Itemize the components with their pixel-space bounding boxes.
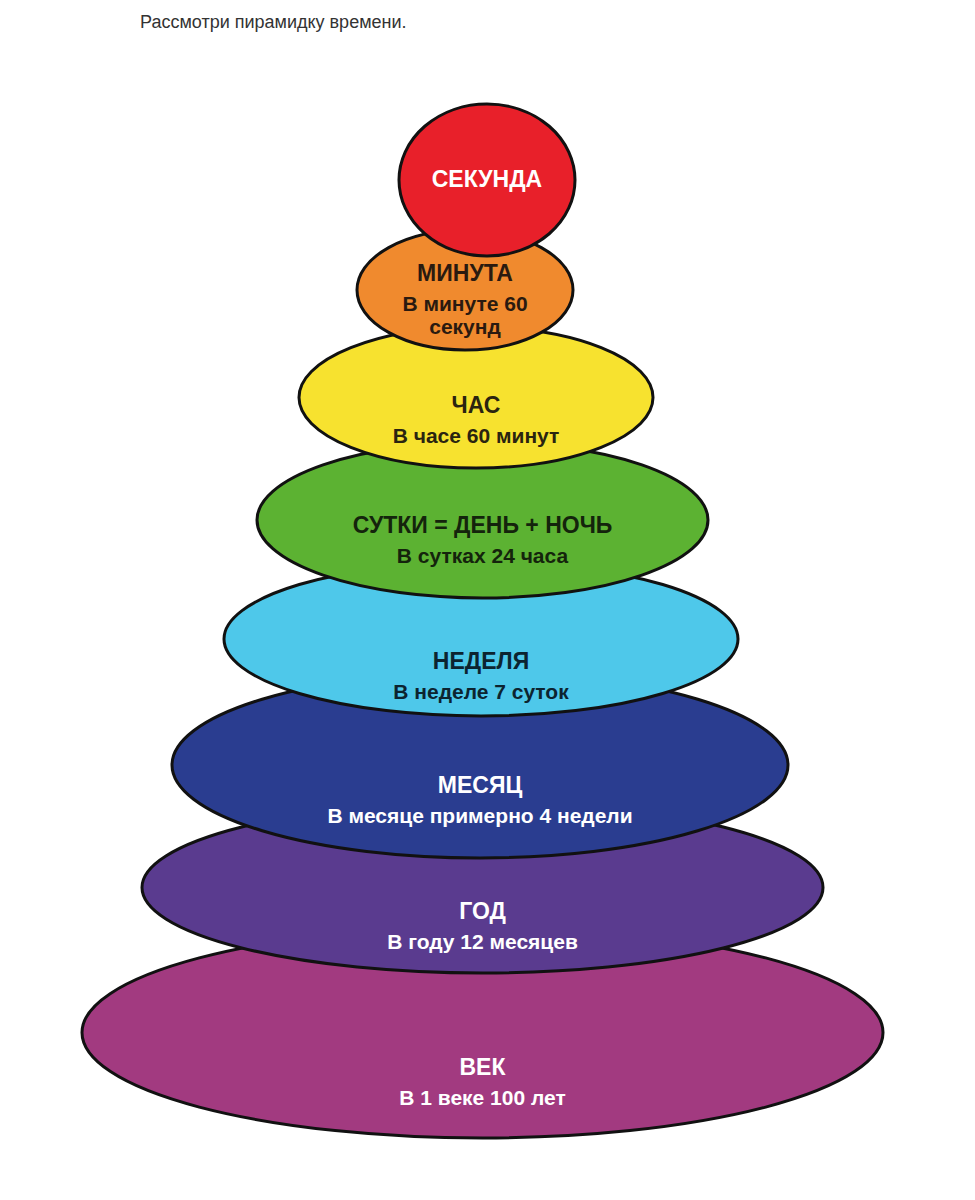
unit-fact: В сутках 24 часа [397,544,568,567]
ring-ellipse [257,442,708,598]
ring-ellipse [82,927,883,1138]
ring-label: МИНУТА В минуте 60 секунд [355,261,575,338]
unit-fact: В часе 60 минут [393,424,560,447]
unit-name: МИНУТА [417,261,513,286]
ring-label: МЕСЯЦ В месяце примерно 4 недели [170,773,790,827]
unit-fact: В месяце примерно 4 недели [327,804,632,827]
unit-name: ЧАС [452,393,501,418]
unit-fact: В году 12 месяцев [387,930,578,953]
ring-label: НЕДЕЛЯ В неделе 7 суток [222,649,740,703]
unit-fact: В минуте 60 секунд [400,293,530,339]
ring-ellipse [172,672,788,858]
unit-name: МЕСЯЦ [438,773,522,798]
unit-fact: В неделе 7 суток [393,680,568,703]
ring-ellipse [224,562,738,716]
unit-name: НЕДЕЛЯ [433,649,529,674]
ring-label: ГОД В году 12 месяцев [140,899,825,953]
ring-ellipse [299,327,653,468]
ring-label: ЧАС В часе 60 минут [297,393,655,447]
ring-label: СУТКИ = ДЕНЬ + НОЧЬ В сутках 24 часа [255,513,710,567]
ring-label: СЕКУНДА [397,167,577,192]
unit-name: СЕКУНДА [432,167,542,192]
pyramid-ring: СЕКУНДА [397,102,577,258]
unit-name: ГОД [459,899,506,924]
unit-fact: В 1 веке 100 лет [399,1086,565,1109]
ring-ellipse [142,802,823,973]
ring-label: ВЕК В 1 веке 100 лет [80,1055,885,1109]
title: Рассмотри пирамидку времени. [140,12,407,33]
ring-ellipse [399,104,575,256]
unit-name: ВЕК [460,1055,506,1080]
unit-name: СУТКИ = ДЕНЬ + НОЧЬ [353,513,613,538]
ring-ellipse [357,230,573,350]
